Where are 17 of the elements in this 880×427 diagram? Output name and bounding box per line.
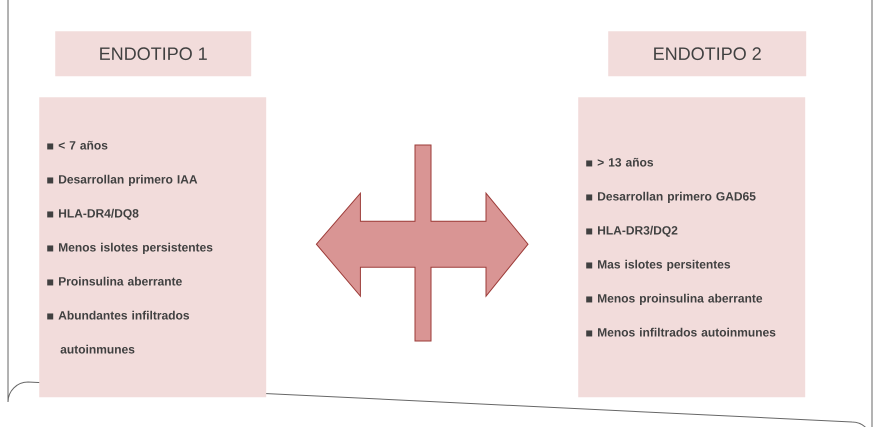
double-arrow [316, 192, 529, 298]
list-item: Proinsulina aberrante [47, 276, 182, 286]
list-item: Mas islotes persitentes [586, 260, 730, 271]
heading-box: ENDOTIPO 2 [608, 31, 806, 76]
list-item: HLA-DR3/DQ2 [586, 226, 678, 237]
list-item: Desarrollan primero GAD65 [586, 192, 756, 203]
list-box [39, 97, 266, 398]
heading-box: ENDOTIPO 1 [55, 31, 252, 76]
list-item: Desarrollan primero IAA [47, 174, 198, 186]
list-item: HLA-DR4/DQ8 [47, 208, 138, 220]
list-box [578, 97, 806, 398]
list-item: < 7 años [47, 140, 108, 150]
list-item: Menos proinsulina aberrante [586, 294, 762, 305]
list-item: Menos islotes persistentes [47, 242, 212, 254]
list-item: Menos infiltrados autoinmunes [586, 328, 776, 337]
list-item: > 13 años [586, 158, 654, 167]
list-item: Abundantes infiltrados autoinmunes [47, 310, 190, 354]
